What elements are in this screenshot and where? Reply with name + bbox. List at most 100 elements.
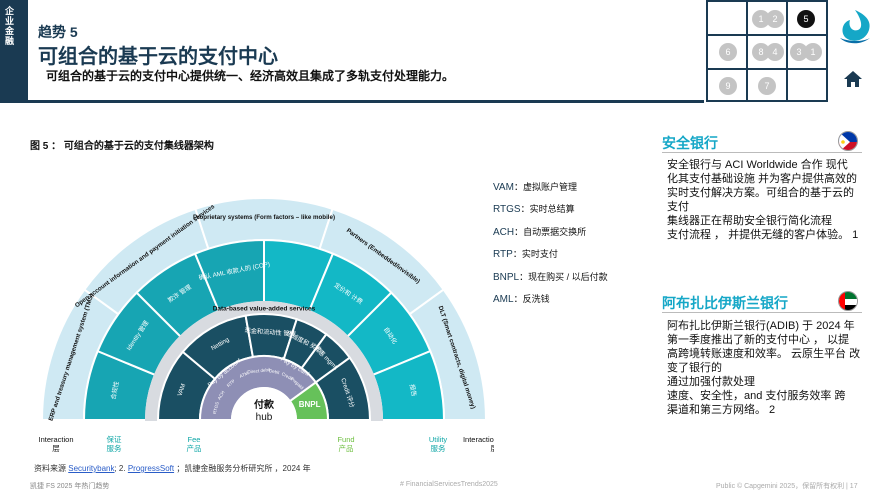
legend-item: AML：反洗钱 [493, 292, 608, 314]
source-separator: ; 2. [114, 464, 126, 473]
layer-label-sub: 产品 [339, 443, 354, 453]
uae-flag-icon [838, 291, 858, 311]
bank-text-line: 支付 [667, 201, 689, 213]
value-added-label: Data-based value-added services [213, 306, 316, 313]
trend-link[interactable]: 1 [752, 10, 770, 28]
source-suffix: ；凯捷金融服务分析研究所 ，2024 年 [176, 464, 311, 473]
layer-label: Utility [429, 435, 448, 444]
bank-text-line: 速度、安全性，and 支付服务效率 跨 [667, 390, 846, 402]
source-note: 资料来源 Securitybank; 2. ProgressSoft ；凯捷金融… [34, 463, 311, 474]
trend-label: 趋势 5 [38, 24, 78, 40]
outer-ring-label: Proprietary systems (Form factors – like… [193, 214, 335, 221]
bank-text-line: 变了银行的 [667, 362, 722, 374]
bank-text-line: 实时支付解决方案。可组合的基于云的 [667, 187, 854, 199]
legend-key: RTP [493, 249, 513, 261]
trend-link[interactable]: 6 [719, 43, 737, 61]
philippines-flag-icon [838, 131, 858, 151]
legend-desc: ：反洗钱 [513, 293, 550, 304]
bank-text-line: 安全银行与 ACI Worldwide 合作 现代 [667, 159, 848, 171]
layer-label-sub: 层 [491, 444, 495, 453]
trend-link[interactable]: 3 [790, 43, 808, 61]
source-link-progresssoft[interactable]: ProgressSoft [127, 464, 175, 473]
payment-rail-label: Debit [269, 368, 281, 375]
bank-text-line: 通过加强付款处理 [667, 376, 755, 388]
layer-label: Fund [337, 435, 354, 444]
inner-ring-label: VAM [176, 383, 187, 398]
figure-title: 图 5 ： 可组合的基于云的支付集线器架构 [30, 141, 214, 152]
legend-desc: ：现在购买 / 以后付款 [519, 271, 608, 282]
header-divider [28, 100, 704, 103]
payment-rail-label: ATM [239, 371, 250, 379]
grid-divider [746, 2, 748, 100]
bank-text-line: 第一季度推出了新的支付中心 ， 以提 [667, 334, 850, 346]
legend-desc: ：自动票据交换所 [514, 226, 587, 237]
legend-key: BNPL [493, 271, 520, 283]
inner-ring-label: 现金和流动性 管理 [244, 326, 296, 338]
legend-item: VAM：虚拟账户管理 [493, 180, 608, 202]
page-title: 可组合的基于云的支付中心 [38, 46, 278, 68]
payment-rail-label: ACH [217, 390, 226, 401]
footer-hashtag: # FinancialServicesTrends2025 [400, 481, 498, 488]
legend-key: VAM [493, 182, 514, 193]
trend-link[interactable]: 1 [804, 43, 822, 61]
payment-rail-label: Credit [281, 371, 295, 381]
trend-link[interactable]: 9 [719, 77, 737, 95]
legend-item: RTGS：实时总结算 [493, 202, 608, 224]
legend-item: BNPL：现在购买 / 以后付款 [493, 270, 608, 292]
grid-divider [708, 34, 826, 36]
bank-text-line: 集线器正在帮助安全银行简化流程 [667, 215, 832, 227]
bank-description-security-bank: 安全银行与 ACI Worldwide 合作 现代化其支付基础设施 并为客户提供… [667, 158, 867, 242]
trend-link[interactable]: 2 [766, 10, 784, 28]
layer-label-sub: 服务 [107, 443, 122, 453]
layer-label: 保证 [107, 435, 122, 444]
footer-copyright: Public © Capgemini 2025，保留所有权利 | 17 [716, 483, 858, 490]
page-subtitle: 可组合的基于云的支付中心提供统一、经济高效且集成了多轨支付处理能力。 [46, 69, 455, 83]
bank-title-security-bank: 安全银行 [662, 135, 718, 151]
payment-rail-label: Direct debit [247, 367, 271, 374]
footer-publication: 凯捷 FS 2025 年热门趋势 [30, 483, 110, 490]
layer-label: Interaction [463, 435, 494, 444]
source-link-securitybank[interactable]: Securitybank [68, 464, 115, 473]
bnpl-label: BNPL [299, 400, 321, 409]
bank-text-line: 化其支付基础设施 并为客户提供高效的 [667, 173, 858, 185]
trend-link-active[interactable]: 5 [797, 10, 815, 28]
legend-desc: ：实时支付 [512, 249, 558, 260]
bank-divider [662, 312, 862, 313]
legend-desc: ：虚拟账户管理 [513, 182, 577, 192]
payment-rail-label: RTP [226, 378, 236, 388]
mid-ring-label: 报告 [408, 383, 418, 397]
hub-label: 付款 [254, 398, 275, 411]
legend-key: ACH [493, 226, 515, 238]
legend-item: ACH：自动票据交换所 [493, 225, 608, 247]
layer-label: Interaction [38, 435, 73, 444]
payment-hub-architecture-diagram: ERP and treasury management system (TMS)… [38, 197, 495, 453]
grid-divider [708, 68, 826, 70]
section-strip: 企业金融 [0, 0, 28, 103]
trend-link[interactable]: 8 [752, 43, 770, 61]
legend-item: RTP：实时支付 [493, 247, 608, 269]
trend-link[interactable]: 7 [758, 77, 776, 95]
legend-key: AML [493, 293, 514, 305]
layer-label-sub: 服务 [431, 443, 446, 453]
bank-text-line: 阿布扎比伊斯兰银行(ADIB) 于 2024 年 [667, 320, 855, 332]
legend-key: RTGS [493, 204, 521, 216]
trend-link[interactable]: 4 [766, 43, 784, 61]
payment-rail-label: RTGS [212, 401, 220, 414]
hub-label-sub: hub [256, 412, 273, 423]
bank-description-adib: 阿布扎比伊斯兰银行(ADIB) 于 2024 年第一季度推出了新的支付中心 ， … [667, 319, 867, 417]
bank-divider [662, 152, 862, 153]
mid-ring-label: 合规性 [109, 380, 120, 400]
grid-divider [786, 2, 788, 100]
trend-navigation-grid[interactable]: 1 2 5 6 8 4 3 1 9 7 [706, 0, 828, 102]
layer-label: Fee [188, 435, 201, 444]
layer-label-sub: 层 [52, 444, 60, 453]
home-icon[interactable] [843, 70, 863, 88]
layer-label-sub: 产品 [187, 443, 202, 453]
bank-text-line: 支付流程 ， 并提供无缝的客户体验。 1 [667, 229, 859, 241]
bank-title-adib: 阿布扎比伊斯兰银行 [662, 295, 788, 311]
source-prefix: 资料来源 [34, 464, 66, 473]
capgemini-logo-icon [840, 10, 870, 44]
bank-text-line: 高跨境转账速度和效率。 云原生平台 改 [667, 348, 861, 360]
